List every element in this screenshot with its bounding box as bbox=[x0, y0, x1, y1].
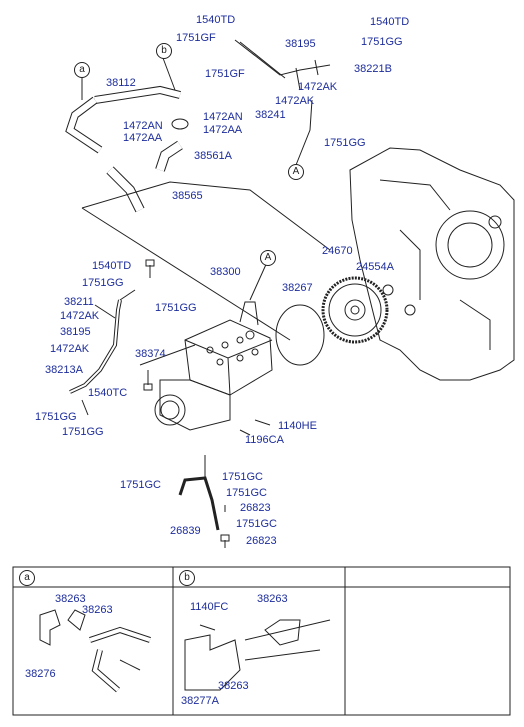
label-1751gf-mid[interactable]: 1751GF bbox=[205, 68, 245, 80]
label-26823-2[interactable]: 26823 bbox=[246, 535, 277, 547]
label-38195-m[interactable]: 38195 bbox=[60, 326, 91, 338]
label-1751gc-1[interactable]: 1751GC bbox=[222, 471, 263, 483]
label-b-1140fc[interactable]: 1140FC bbox=[190, 601, 229, 613]
label-1751gg-m[interactable]: 1751GG bbox=[82, 277, 124, 289]
label-1472an[interactable]: 1472AN bbox=[203, 111, 243, 123]
label-1472ak-m[interactable]: 1472AK bbox=[60, 310, 100, 322]
label-a-38276[interactable]: 38276 bbox=[25, 668, 56, 680]
label-38195-top[interactable]: 38195 bbox=[285, 38, 316, 50]
label-1751gg-l[interactable]: 1751GG bbox=[35, 411, 77, 423]
label-b-38263-1[interactable]: 38263 bbox=[257, 593, 288, 605]
label-38213a[interactable]: 38213A bbox=[45, 364, 83, 376]
label-1472ak-m2[interactable]: 1472AK bbox=[50, 343, 90, 355]
panel-b-header[interactable]: b bbox=[179, 570, 195, 586]
label-1751gc-3[interactable]: 1751GC bbox=[226, 487, 267, 499]
callout-A-top[interactable]: A bbox=[288, 164, 304, 180]
label-24670[interactable]: 24670 bbox=[322, 245, 353, 257]
label-b-38263-2[interactable]: 38263 bbox=[218, 680, 249, 692]
label-38112[interactable]: 38112 bbox=[106, 77, 136, 89]
label-38267[interactable]: 38267 bbox=[282, 282, 313, 294]
label-1472aa[interactable]: 1472AA bbox=[203, 124, 243, 136]
label-b-38277a[interactable]: 38277A bbox=[181, 695, 219, 707]
label-38211[interactable]: 38211 bbox=[64, 296, 94, 308]
label-38374[interactable]: 38374 bbox=[135, 348, 166, 360]
label-38565[interactable]: 38565 bbox=[172, 190, 203, 202]
label-1196ca[interactable]: 1196CA bbox=[245, 434, 284, 446]
label-1751gg-l2[interactable]: 1751GG bbox=[62, 426, 104, 438]
label-1540td-m[interactable]: 1540TD bbox=[92, 260, 132, 272]
label-26839[interactable]: 26839 bbox=[170, 525, 201, 537]
label-1540tc[interactable]: 1540TC bbox=[88, 387, 128, 399]
label-1751gf-top[interactable]: 1751GF bbox=[176, 32, 216, 44]
label-1540td-top[interactable]: 1540TD bbox=[196, 14, 236, 26]
label-1540td-tr[interactable]: 1540TD bbox=[370, 16, 410, 28]
label-1472ak-r2[interactable]: 1472AK bbox=[275, 95, 315, 107]
label-38241[interactable]: 38241 bbox=[255, 109, 286, 121]
label-26823-1[interactable]: 26823 bbox=[240, 502, 271, 514]
label-1140he[interactable]: 1140HE bbox=[278, 420, 317, 432]
label-38300[interactable]: 38300 bbox=[210, 266, 241, 278]
callout-a[interactable]: a bbox=[74, 62, 90, 78]
label-1751gg-tr[interactable]: 1751GG bbox=[361, 36, 403, 48]
label-1472aa-b[interactable]: 1472AA bbox=[123, 132, 163, 144]
label-1472ak-r[interactable]: 1472AK bbox=[298, 81, 338, 93]
label-a-38263-1[interactable]: 38263 bbox=[55, 593, 86, 605]
label-1751gc-2[interactable]: 1751GC bbox=[120, 479, 161, 491]
label-38221b[interactable]: 38221B bbox=[354, 63, 392, 75]
label-24554a[interactable]: 24554A bbox=[356, 261, 394, 273]
label-1751gc-4[interactable]: 1751GC bbox=[236, 518, 277, 530]
panel-a-header[interactable]: a bbox=[19, 570, 35, 586]
label-a-38263-2[interactable]: 38263 bbox=[82, 604, 113, 616]
label-1472an-b[interactable]: 1472AN bbox=[123, 120, 163, 132]
callout-b[interactable]: b bbox=[156, 43, 172, 59]
label-1751gg-m2[interactable]: 1751GG bbox=[155, 302, 197, 314]
label-1751gg-mid[interactable]: 1751GG bbox=[324, 137, 366, 149]
callout-A-mid[interactable]: A bbox=[260, 250, 276, 266]
label-38561a[interactable]: 38561A bbox=[194, 150, 232, 162]
